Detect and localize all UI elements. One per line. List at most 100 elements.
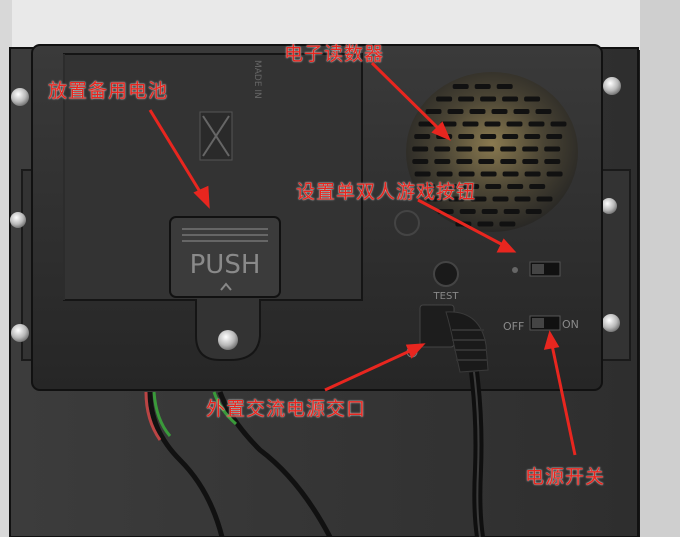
speaker-slot xyxy=(546,171,563,177)
test-button[interactable] xyxy=(433,261,459,287)
screw-icon xyxy=(603,77,621,95)
top-backdrop xyxy=(0,0,680,50)
speaker-slot xyxy=(412,159,429,164)
off-label: OFF xyxy=(503,320,524,333)
speaker-slot xyxy=(524,96,541,102)
screw-icon xyxy=(10,212,26,228)
power-plug xyxy=(445,311,489,373)
speaker-slot xyxy=(485,184,502,189)
arrow-reader xyxy=(370,61,442,132)
speaker-slot xyxy=(458,96,475,102)
switch-knob xyxy=(532,318,544,328)
speaker-slot xyxy=(546,134,563,139)
screw-icon xyxy=(11,88,29,106)
speaker-slot xyxy=(480,134,497,139)
speaker-slot xyxy=(502,171,519,177)
speaker-slot xyxy=(503,209,520,214)
push-tab[interactable] xyxy=(169,216,281,298)
label-mode-switch: 设置单双人游戏按钮 xyxy=(296,181,477,203)
speaker-slot xyxy=(502,134,519,139)
speaker-slot xyxy=(535,109,552,114)
speaker-slot xyxy=(436,171,453,177)
wire-green xyxy=(152,391,172,437)
player-icon xyxy=(512,267,518,273)
speaker-slot xyxy=(456,146,473,152)
speaker-slot xyxy=(477,221,494,227)
speaker-slot xyxy=(550,121,567,127)
arrow-battery xyxy=(148,109,204,196)
speaker-slot xyxy=(459,209,476,214)
screw-icon xyxy=(602,314,620,332)
push-label: PUSH xyxy=(190,250,261,280)
speaker-slot xyxy=(434,159,451,164)
arrow-head-icon xyxy=(543,330,560,350)
speaker-slot xyxy=(412,146,429,152)
arrow-mode-switch xyxy=(417,198,504,247)
arrow-head-icon xyxy=(431,121,451,141)
label-reader: 电子读数器 xyxy=(284,43,385,65)
wire-red xyxy=(144,391,162,441)
speaker-slot xyxy=(536,196,553,202)
made-in-text: MADE IN xyxy=(252,60,262,99)
speaker-slots xyxy=(412,84,567,227)
arrow-power-port xyxy=(324,348,413,392)
speaker-slot xyxy=(456,159,473,164)
speaker-slot xyxy=(525,209,542,214)
speaker-slot xyxy=(500,159,517,164)
speaker-slot xyxy=(418,121,435,127)
label-power-switch: 电源开关 xyxy=(525,466,606,488)
arrow-power-switch xyxy=(550,344,577,456)
speaker-slot xyxy=(414,134,431,139)
speaker-slot xyxy=(524,134,541,139)
on-label: ON xyxy=(562,318,579,331)
speaker-slot xyxy=(463,184,480,189)
speaker-slot xyxy=(522,159,539,164)
speaker-slot xyxy=(419,184,436,189)
speaker-slot xyxy=(507,184,524,189)
speaker-slot xyxy=(440,121,457,127)
speaker-slot xyxy=(426,196,443,202)
logo-icon xyxy=(394,210,420,236)
speaker-slot xyxy=(462,121,479,127)
switch-knob xyxy=(532,264,544,274)
speaker-slot xyxy=(478,159,495,164)
speaker-slot xyxy=(447,109,464,114)
speaker-slot xyxy=(514,196,531,202)
screw-icon xyxy=(218,330,238,350)
speaker-slot xyxy=(414,171,431,177)
arrow-head-icon xyxy=(193,185,210,209)
speaker-slot xyxy=(434,146,451,152)
battery-cover[interactable] xyxy=(63,53,363,361)
speaker-slot xyxy=(452,84,469,89)
speaker-slot xyxy=(528,121,545,127)
speaker-slot xyxy=(425,109,442,114)
wire-black xyxy=(217,391,333,537)
wire-black xyxy=(147,391,225,537)
speaker-slot xyxy=(484,121,501,127)
speaker-slot xyxy=(544,159,561,164)
speaker-slot xyxy=(441,184,458,189)
screw-icon xyxy=(601,198,617,214)
speaker-slot xyxy=(502,96,519,102)
speaker-slot xyxy=(524,171,541,177)
speaker-slot xyxy=(458,134,475,139)
right-backdrop xyxy=(640,0,680,537)
speaker-slot xyxy=(500,146,517,152)
speaker-slot xyxy=(480,96,497,102)
speaker-slot xyxy=(481,209,498,214)
test-label: TEST xyxy=(433,291,460,302)
wire-green xyxy=(212,391,237,426)
arrow-head-icon xyxy=(405,343,426,359)
arrow-up-icon xyxy=(220,282,232,291)
speaker-slot xyxy=(469,109,486,114)
speaker-slot xyxy=(474,84,491,89)
speaker-slot xyxy=(522,146,539,152)
speaker-slot xyxy=(458,171,475,177)
arrow-head-icon xyxy=(496,238,517,253)
speaker-slot xyxy=(492,196,509,202)
annotation-arrows xyxy=(148,61,577,456)
speaker-slot xyxy=(544,146,561,152)
speaker-slot xyxy=(529,184,546,189)
label-power-port: 外置交流电源交口 xyxy=(206,398,367,420)
